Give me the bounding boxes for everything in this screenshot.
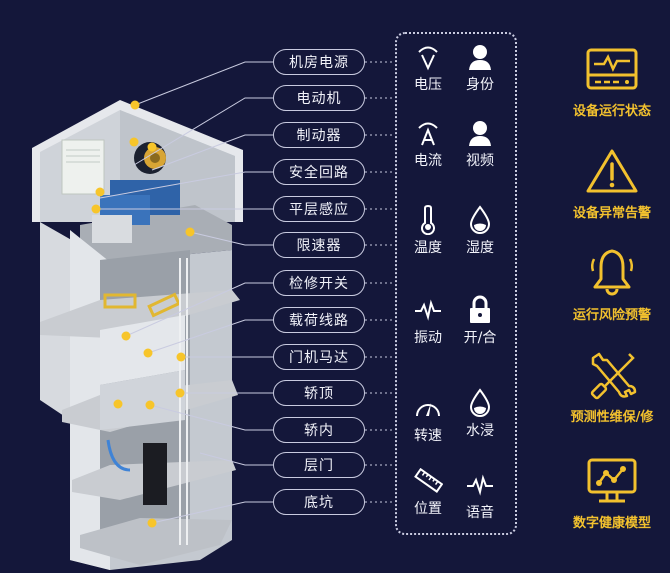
current-icon	[413, 118, 443, 148]
sensor-label: 振动	[414, 330, 442, 346]
lock-icon	[465, 295, 495, 325]
sensor-voice[interactable]: 语音	[450, 470, 510, 522]
sensor-vibration[interactable]: 振动	[398, 295, 458, 347]
capability-risk-warning[interactable]: 运行风险预警	[556, 248, 668, 323]
sensor-label: 开/合	[463, 330, 497, 346]
warning-icon	[585, 146, 639, 196]
monitor-chart-icon	[585, 456, 639, 506]
sensor-humidity[interactable]: 湿度	[450, 205, 510, 257]
droplet-icon	[465, 388, 495, 418]
pulse-icon	[413, 295, 443, 325]
sensor-label: 电压	[414, 77, 442, 93]
sensor-open-close[interactable]: 开/合	[450, 295, 510, 347]
bell-icon	[585, 248, 639, 298]
sensor-label: 语音	[466, 505, 494, 521]
capability-label: 设备异常告警	[572, 206, 651, 221]
component-label-inspection-switch[interactable]: 检修开关	[273, 270, 365, 296]
shaft-structure	[32, 100, 243, 570]
sensor-current[interactable]: 电流	[398, 118, 458, 170]
component-label-machine-room-power[interactable]: 机房电源	[273, 49, 365, 75]
component-label-brake[interactable]: 制动器	[273, 122, 365, 148]
component-label-car-top[interactable]: 轿顶	[273, 380, 365, 406]
component-label-leveling-sensor[interactable]: 平层感应	[273, 196, 365, 222]
sensor-identity[interactable]: 身份	[450, 42, 510, 94]
component-label-motor[interactable]: 电动机	[273, 85, 365, 111]
sensor-dots	[91, 100, 195, 528]
sensor-label: 水浸	[466, 423, 494, 439]
sensor-flood[interactable]: 水浸	[450, 388, 510, 440]
person-icon	[465, 42, 495, 72]
component-label-safety-circuit[interactable]: 安全回路	[273, 159, 365, 185]
sensor-position[interactable]: 位置	[398, 466, 458, 518]
component-label-door-motor[interactable]: 门机马达	[273, 344, 365, 370]
voltage-icon	[413, 42, 443, 72]
sensor-voltage[interactable]: 电压	[398, 42, 458, 94]
sensor-label: 身份	[466, 77, 494, 93]
capability-equipment-alarm[interactable]: 设备异常告警	[556, 146, 668, 221]
component-label-speed-governor[interactable]: 限速器	[273, 232, 365, 258]
connector-lines	[96, 61, 395, 524]
monitor-pulse-icon	[585, 44, 639, 94]
component-label-load-circuit[interactable]: 载荷线路	[273, 307, 365, 333]
sensor-temperature[interactable]: 温度	[398, 205, 458, 257]
capability-label: 设备运行状态	[572, 104, 651, 119]
capability-predictive-maintenance[interactable]: 预测性维保/修	[556, 350, 668, 425]
sensor-label: 视频	[466, 153, 494, 169]
capability-equipment-status[interactable]: 设备运行状态	[556, 44, 668, 119]
component-label-car-interior[interactable]: 轿内	[273, 417, 365, 443]
sensor-label: 转速	[414, 428, 442, 444]
capability-label: 预测性维保/修	[570, 410, 654, 425]
sensor-label: 湿度	[466, 240, 494, 256]
component-label-landing-door[interactable]: 层门	[273, 452, 365, 478]
capability-label: 数字健康模型	[572, 516, 651, 531]
gauge-icon	[413, 393, 443, 423]
sensor-panel	[395, 32, 517, 535]
sensor-video[interactable]: 视频	[450, 118, 510, 170]
person-icon	[465, 118, 495, 148]
droplet-icon	[465, 205, 495, 235]
ruler-icon	[413, 466, 443, 496]
capability-digital-health-model[interactable]: 数字健康模型	[556, 456, 668, 531]
sensor-label: 位置	[414, 501, 442, 517]
sensor-label: 温度	[414, 240, 442, 256]
thermometer-icon	[413, 205, 443, 235]
pulse-icon	[465, 470, 495, 500]
tools-icon	[585, 350, 639, 400]
sensor-speed[interactable]: 转速	[398, 393, 458, 445]
capability-label: 运行风险预警	[572, 308, 651, 323]
sensor-label: 电流	[414, 153, 442, 169]
component-label-pit[interactable]: 底坑	[273, 489, 365, 515]
